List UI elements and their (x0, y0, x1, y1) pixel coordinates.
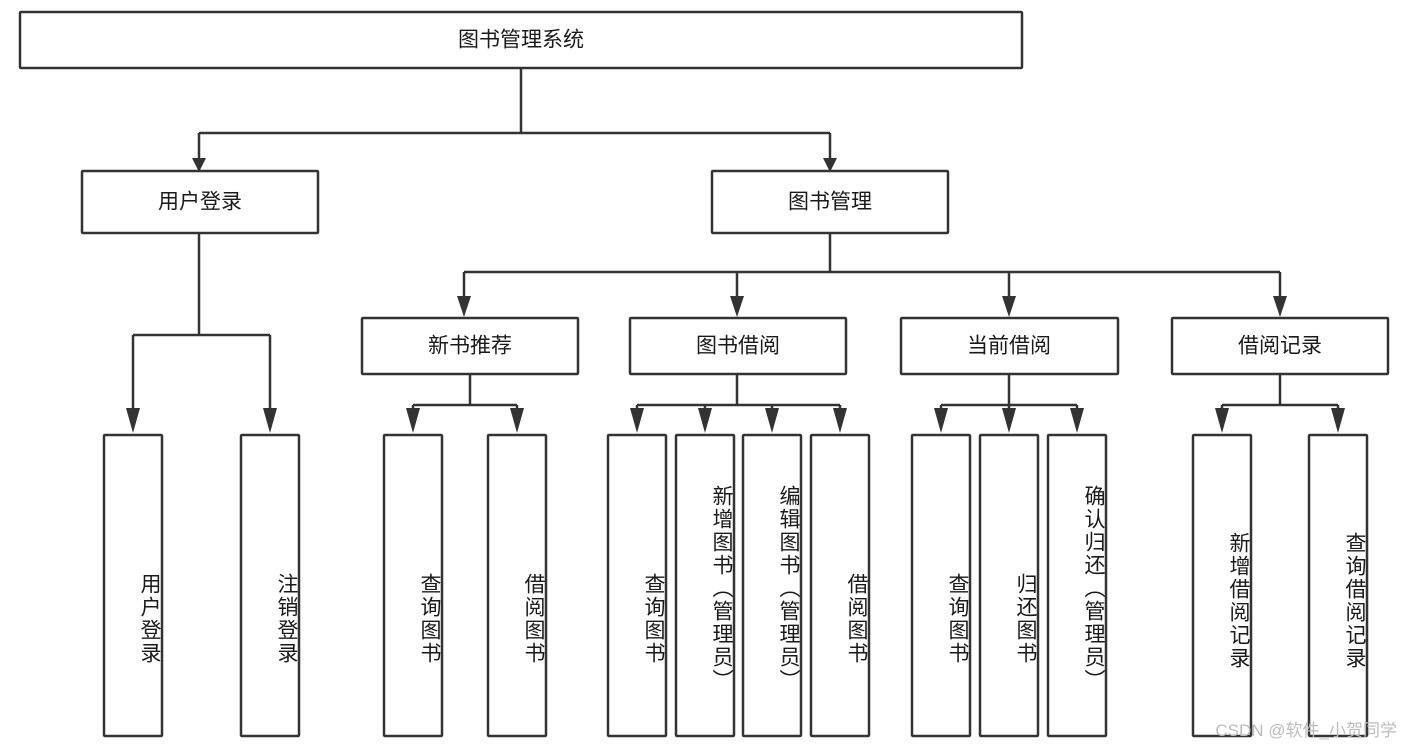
node-root[interactable]: 图书管理系统 (18, 10, 1024, 70)
arrow-head-leaf-13 (1331, 408, 1345, 433)
node-user-login-label: 用户登录 (158, 191, 242, 214)
node-book-manage-label: 图书管理 (788, 191, 872, 214)
node-leaf-12[interactable] (1191, 433, 1253, 738)
arrow-head-leaf-3 (406, 408, 420, 433)
arrow-head-leaf-10 (1002, 408, 1016, 433)
arrow-head-current-borrow (1002, 296, 1016, 317)
node-borrow-record-label: 借阅记录 (1238, 335, 1322, 358)
node-leaf-9[interactable] (910, 433, 972, 738)
node-layer: 图书管理系统 用户登录 图书管理 新书推荐 图书借阅 当前 (18, 10, 1390, 738)
arrow-head-user-login (192, 158, 206, 172)
arrow-head-leaf-7 (765, 408, 779, 433)
node-user-login[interactable]: 用户登录 (80, 169, 320, 235)
arrow-head-leaf-8 (833, 408, 847, 433)
node-current-borrow-label: 当前借阅 (967, 335, 1051, 358)
node-new-book-rec-label: 新书推荐 (428, 335, 512, 358)
node-book-manage[interactable]: 图书管理 (710, 169, 950, 235)
node-leaf-13[interactable] (1307, 433, 1369, 738)
node-leaf-5[interactable] (606, 433, 668, 738)
arrow-head-leaf-2 (263, 408, 277, 433)
node-current-borrow[interactable]: 当前借阅 (899, 316, 1120, 376)
connector-layer (126, 68, 1345, 433)
node-borrow-record[interactable]: 借阅记录 (1170, 316, 1390, 376)
arrow-head-leaf-11 (1070, 408, 1084, 433)
arrow-head-leaf-12 (1215, 408, 1229, 433)
arrow-head-new-book-rec (457, 296, 471, 317)
arrow-head-leaf-9 (934, 408, 948, 433)
node-root-label: 图书管理系统 (458, 29, 584, 52)
node-leaf-8[interactable] (809, 433, 871, 738)
node-book-borrow[interactable]: 图书借阅 (628, 316, 848, 376)
arrow-head-leaf-1 (126, 408, 140, 433)
node-leaf-4[interactable] (486, 433, 548, 738)
arrow-head-leaf-6 (698, 408, 712, 433)
arrow-head-leaf-4 (510, 408, 524, 433)
node-book-borrow-label: 图书借阅 (696, 335, 780, 358)
arrow-head-leaf-5 (630, 408, 644, 433)
node-leaf-3[interactable] (382, 433, 444, 738)
node-leaf-10[interactable] (978, 433, 1040, 738)
node-leaf-1[interactable] (102, 433, 164, 738)
node-leaf-11[interactable] (1046, 433, 1108, 738)
node-leaf-2[interactable] (239, 433, 301, 738)
node-leaf-7[interactable] (741, 433, 803, 738)
arrow-head-book-borrow (730, 296, 744, 317)
arrow-head-book-manage (823, 158, 837, 172)
arrow-head-borrow-record (1273, 296, 1287, 317)
node-leaf-6[interactable] (674, 433, 736, 738)
node-new-book-rec[interactable]: 新书推荐 (360, 316, 580, 376)
